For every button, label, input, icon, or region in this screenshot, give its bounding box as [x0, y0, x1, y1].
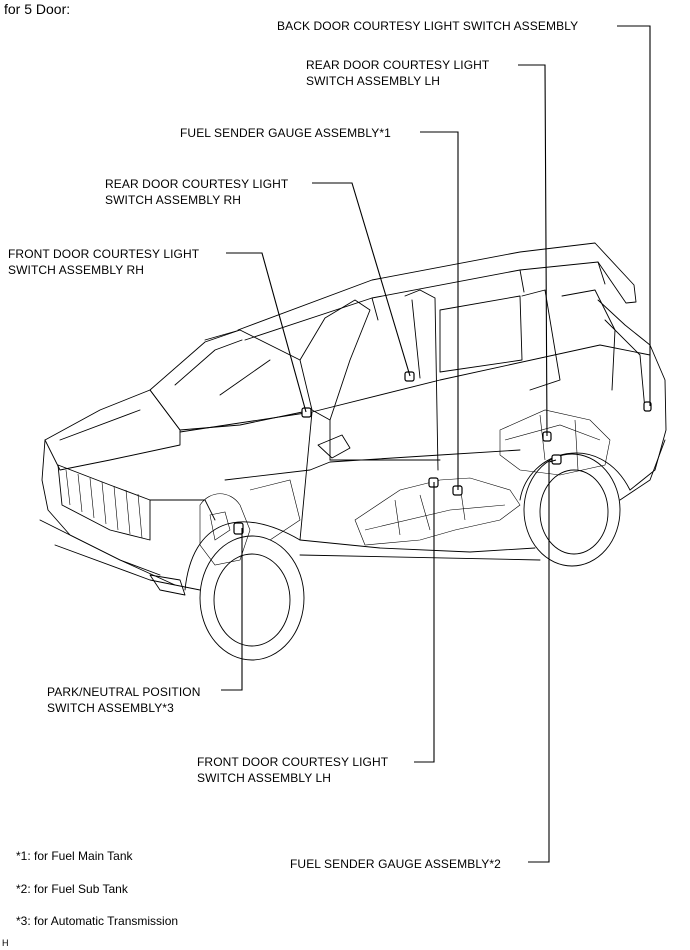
leader-rear-door-lh — [518, 64, 548, 437]
diagram-title: for 5 Door: — [4, 1, 71, 17]
label-park-neutral-line2: SWITCH ASSEMBLY*3 — [47, 701, 174, 715]
footnote-3: *3: for Automatic Transmission — [16, 914, 179, 928]
rear-door-rh-switch-part — [404, 371, 415, 382]
footnote-1: *1: for Fuel Main Tank — [16, 849, 133, 863]
fuel-sender-2-part — [551, 454, 562, 465]
front-door-rh-switch-part — [301, 407, 312, 418]
label-back-door-switch: BACK DOOR COURTESY LIGHT SWITCH ASSEMBLY — [277, 19, 579, 33]
label-front-door-rh-line2: SWITCH ASSEMBLY RH — [8, 263, 145, 277]
label-park-neutral-line1: PARK/NEUTRAL POSITION — [47, 685, 201, 699]
back-door-switch-part — [643, 401, 652, 412]
label-front-door-rh-line1: FRONT DOOR COURTESY LIGHT — [8, 247, 200, 261]
label-rear-door-rh-line2: SWITCH ASSEMBLY RH — [105, 193, 242, 207]
footnote-2: *2: for Fuel Sub Tank — [16, 882, 128, 896]
leader-rear-door-rh — [312, 182, 411, 377]
label-rear-door-lh-line2: SWITCH ASSEMBLY LH — [306, 74, 441, 88]
label-rear-door-rh-line1: REAR DOOR COURTESY LIGHT — [105, 177, 289, 191]
label-front-door-lh-line1: FRONT DOOR COURTESY LIGHT — [197, 755, 389, 769]
park-neutral-switch-part — [233, 522, 244, 535]
component-markers — [233, 371, 652, 535]
vehicle-outline — [39, 242, 667, 661]
label-fuel-sender-1: FUEL SENDER GAUGE ASSEMBLY*1 — [180, 126, 391, 140]
leader-fuel-sender-1 — [420, 131, 459, 490]
leader-front-door-rh — [226, 252, 307, 413]
leader-lines — [221, 25, 651, 863]
leader-park-neutral — [221, 528, 243, 691]
label-fuel-sender-2: FUEL SENDER GAUGE ASSEMBLY*2 — [290, 857, 501, 871]
leader-fuel-sender-2 — [528, 459, 557, 863]
leader-front-door-lh — [414, 482, 435, 763]
label-front-door-lh-line2: SWITCH ASSEMBLY LH — [197, 771, 332, 785]
label-rear-door-lh-line1: REAR DOOR COURTESY LIGHT — [306, 58, 490, 72]
leader-back-door — [617, 25, 651, 406]
figure-code: H — [2, 938, 9, 948]
